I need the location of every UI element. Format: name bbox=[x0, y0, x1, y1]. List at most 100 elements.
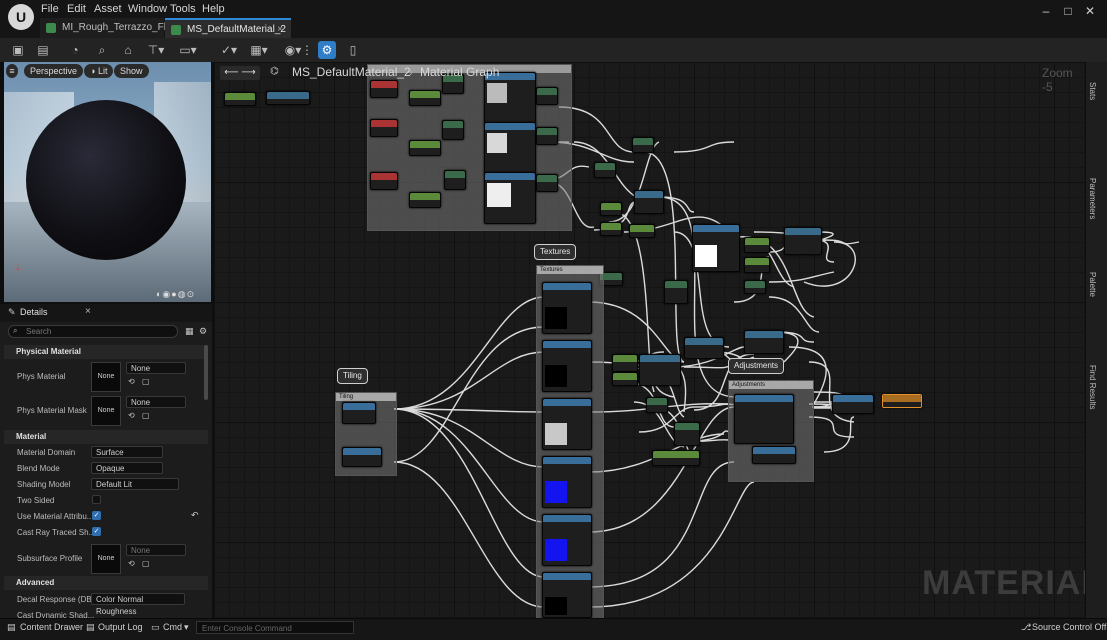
viewport-menu-icon[interactable]: ≡ bbox=[6, 64, 18, 78]
node-make-material-attributes[interactable] bbox=[734, 394, 794, 444]
reset-to-default-icon[interactable]: ↶ bbox=[191, 510, 199, 520]
node-lerp[interactable] bbox=[632, 137, 654, 153]
use-selected-icon[interactable]: ⟲ bbox=[128, 411, 135, 420]
node-multiply[interactable] bbox=[744, 237, 770, 253]
hide-unrelated-icon[interactable]: ▯ bbox=[349, 43, 357, 57]
phys-material-thumbnail[interactable]: None bbox=[91, 362, 121, 392]
menu-help[interactable]: Help bbox=[202, 3, 225, 15]
node-component-mask[interactable] bbox=[536, 127, 558, 145]
use-material-attributes-checkbox[interactable]: ✓ bbox=[92, 511, 101, 520]
menu-window[interactable]: Window bbox=[128, 3, 168, 15]
node-texture-sample-white[interactable] bbox=[692, 224, 740, 272]
material-graph-canvas[interactable]: Tiling Tiling Textures Textures Adjustme… bbox=[214, 62, 1085, 618]
node-constant[interactable] bbox=[612, 372, 638, 386]
tab-parameters[interactable]: Parameters bbox=[1088, 178, 1097, 220]
use-selected-icon[interactable]: ⟲ bbox=[128, 559, 135, 568]
unreal-logo-icon[interactable]: U bbox=[8, 4, 34, 30]
browse-asset-icon[interactable]: ▢ bbox=[142, 559, 150, 568]
lit-button[interactable]: ◑ Lit bbox=[84, 64, 114, 78]
node-material-output[interactable] bbox=[882, 394, 922, 408]
node-scalar-param[interactable] bbox=[224, 92, 256, 106]
browse-asset-icon[interactable]: ▢ bbox=[142, 411, 150, 420]
menu-file[interactable]: File bbox=[41, 3, 59, 15]
node-switch[interactable] bbox=[744, 330, 784, 354]
phys-mask-thumbnail[interactable]: None bbox=[91, 396, 121, 426]
node-constant[interactable] bbox=[409, 90, 441, 106]
node-texcoord[interactable] bbox=[370, 80, 398, 98]
node-constant[interactable] bbox=[409, 140, 441, 156]
cmd-button[interactable]: Cmd bbox=[163, 622, 183, 632]
node-constant[interactable] bbox=[600, 222, 622, 236]
node-texture-detail-normal[interactable] bbox=[542, 514, 592, 566]
node-texture-sample[interactable] bbox=[484, 122, 536, 174]
node-texture-roughness[interactable] bbox=[542, 398, 592, 450]
apply-icon[interactable]: ◔ bbox=[71, 43, 79, 57]
adjustments-bubble[interactable]: Adjustments bbox=[728, 358, 785, 374]
subsurface-thumbnail[interactable]: None bbox=[91, 544, 121, 574]
two-sided-checkbox[interactable] bbox=[92, 495, 101, 504]
output-log-button[interactable]: Output Log bbox=[98, 622, 143, 632]
node-if[interactable] bbox=[684, 337, 724, 359]
close-tab-icon[interactable]: × bbox=[277, 24, 283, 35]
preview-viewport[interactable]: ⊥ ◐◉●◍⊙ bbox=[4, 62, 211, 302]
node-desaturation[interactable] bbox=[784, 227, 822, 255]
details-search[interactable]: ⌕ Search bbox=[8, 325, 178, 338]
subsurface-combo[interactable]: None bbox=[126, 544, 186, 556]
chevron-down-icon[interactable]: ▾ bbox=[184, 622, 189, 632]
node-tiling-param[interactable] bbox=[342, 402, 376, 424]
node-texture-sample[interactable] bbox=[484, 72, 536, 124]
tab-palette[interactable]: Palette bbox=[1088, 272, 1097, 297]
tab-material[interactable]: MS_DefaultMaterial_2 × bbox=[165, 18, 291, 38]
hierarchy-icon[interactable]: ⊤▾ bbox=[147, 43, 165, 57]
node-blend-attributes[interactable] bbox=[832, 394, 874, 414]
node-constant[interactable] bbox=[629, 224, 655, 238]
search-icon[interactable]: ⌕ bbox=[98, 43, 106, 57]
console-input[interactable]: Enter Console Command bbox=[196, 621, 354, 634]
node-hue-shift[interactable] bbox=[639, 354, 681, 386]
preview-shape-buttons[interactable]: ◐◉●◍⊙ bbox=[156, 289, 196, 299]
node-component-mask[interactable] bbox=[536, 87, 558, 105]
breadcrumb-leaf[interactable]: Material Graph bbox=[420, 65, 500, 79]
node-multiply[interactable] bbox=[744, 257, 770, 273]
node-constant[interactable] bbox=[600, 202, 622, 216]
node-constant[interactable] bbox=[409, 192, 441, 208]
material-domain-combo[interactable]: Surface bbox=[91, 446, 163, 458]
close-window-icon[interactable]: ✕ bbox=[1084, 4, 1096, 18]
node-lerp[interactable] bbox=[594, 162, 616, 178]
node-texture-metallic[interactable] bbox=[542, 340, 592, 392]
textures-bubble[interactable]: Textures bbox=[534, 244, 577, 260]
source-control-status[interactable]: Source Control Off bbox=[1032, 622, 1107, 632]
breadcrumb-root[interactable]: MS_DefaultMaterial_2 bbox=[292, 65, 411, 79]
node-normal-strength[interactable] bbox=[652, 450, 700, 466]
settings-gear-icon[interactable]: ⚙ bbox=[199, 326, 208, 336]
back-forward-buttons[interactable]: ⟵ ⟶ bbox=[220, 66, 260, 80]
node-multiply[interactable] bbox=[674, 422, 700, 446]
content-drawer-button[interactable]: Content Drawer bbox=[20, 622, 84, 632]
browse-icon[interactable]: ▤ bbox=[37, 43, 49, 57]
table-view-icon[interactable]: ▦ bbox=[185, 326, 194, 336]
section-advanced[interactable]: Advanced bbox=[4, 576, 208, 590]
node-add[interactable] bbox=[744, 280, 766, 294]
menu-asset[interactable]: Asset bbox=[94, 3, 122, 15]
node-lerp[interactable] bbox=[664, 280, 688, 304]
node-material-function[interactable] bbox=[752, 446, 796, 464]
use-selected-icon[interactable]: ⟲ bbox=[128, 377, 135, 386]
menu-edit[interactable]: Edit bbox=[67, 3, 86, 15]
node-texture-sample[interactable] bbox=[484, 172, 536, 224]
save-icon[interactable]: ▣ bbox=[12, 43, 24, 57]
node-constant[interactable] bbox=[612, 354, 638, 372]
maximize-icon[interactable]: □ bbox=[1064, 4, 1072, 18]
view-icon[interactable]: ◉▾ bbox=[284, 43, 302, 57]
node-texture-normal[interactable] bbox=[542, 456, 592, 508]
node-multiply-scalar[interactable] bbox=[266, 91, 310, 105]
tab-stats[interactable]: Stats bbox=[1088, 82, 1097, 101]
more-icon[interactable]: ⋮ bbox=[301, 43, 313, 57]
node-append[interactable] bbox=[634, 190, 664, 214]
home-icon[interactable]: ⌂ bbox=[124, 43, 132, 57]
node-multiply[interactable] bbox=[442, 120, 464, 140]
stats-icon[interactable]: ✓▾ bbox=[220, 43, 238, 57]
menu-tools[interactable]: Tools bbox=[170, 3, 196, 15]
node-texcoord[interactable] bbox=[370, 172, 398, 190]
node-tiling-transform[interactable] bbox=[342, 447, 382, 467]
minimize-icon[interactable]: – bbox=[1042, 4, 1050, 18]
